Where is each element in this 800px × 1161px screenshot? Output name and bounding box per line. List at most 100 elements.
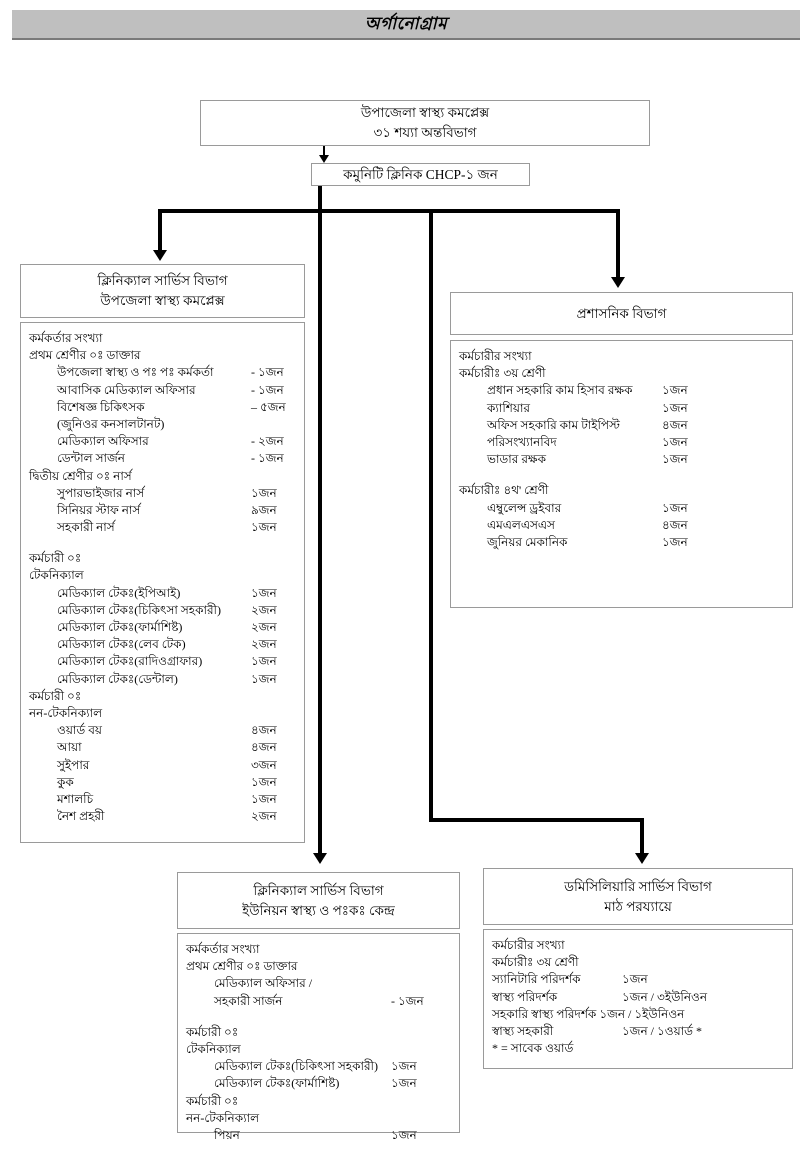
row-value: ৪জন	[251, 723, 277, 738]
list-row: কর্মচারীর সংখ্যা	[459, 348, 784, 365]
clinical-union-title-line2: ইউনিয়ন স্বাস্থ্য ও পঃকঃ কেন্দ্র	[242, 902, 395, 918]
row-label: দ্বিতীয় শ্রেণীর ০ঃ নার্স	[29, 468, 132, 483]
list-row: স্যানিটারি পরিদর্শক ১জন	[492, 971, 784, 988]
list-row: টেকনিক্যাল	[186, 1041, 451, 1058]
connector-right-branch	[616, 209, 620, 281]
row-label: কর্মচারী ০ঃ	[29, 688, 82, 703]
list-row: মেডিক্যাল টেকঃ(চিকিৎসা সহকারী) ২জন	[29, 602, 296, 619]
arrow-to-administrative	[611, 277, 625, 288]
clinical-union-header: ক্লিনিক্যাল সার্ভিস বিভাগ ইউনিয়ন স্বাস্…	[177, 872, 460, 929]
list-row: কর্মচারীঃ ৩য় শ্রেণী	[492, 954, 784, 971]
row-label: কর্মচারীঃ ৪থ' শ্রেণী	[459, 483, 549, 498]
list-row: মেডিক্যাল টেকঃ(লেব টেক)২জন	[29, 636, 296, 653]
domiciliary-header: ডমিসিলিয়ারি সার্ভিস বিভাগ মাঠ পরয্যায়ে	[483, 868, 793, 925]
list-row: ওয়ার্ড বয়৪জন	[29, 722, 296, 739]
list-row: প্রথম শ্রেণীর ০ঃ ডাক্তার	[29, 347, 296, 364]
row-label: এম্বুলেন্স ড্রইবার	[487, 500, 562, 515]
list-row: মেডিক্যাল টেকঃ(চিকিৎসা সহকারী)১জন	[186, 1058, 451, 1075]
row-value: - ১জন	[251, 365, 284, 380]
row-value: ১জন	[622, 972, 648, 987]
list-row: প্রথম শ্রেণীর ০ঃ ডাক্তার	[186, 958, 451, 975]
row-label: কুক	[57, 774, 74, 789]
row-label: * = সাবেক ওয়ার্ড	[492, 1041, 574, 1056]
list-row: আবাসিক মেডিক্যাল অফিসার- ১জন	[29, 382, 296, 399]
row-label: সুইপার	[57, 757, 90, 772]
row-label: মেডিক্যাল টেকঃ(ইপিআই)	[57, 585, 181, 600]
list-row: নৈশ প্রহরী২জন	[29, 808, 296, 825]
list-row: মেডিক্যাল টেকঃ(রাদিওগ্রাফার)১জন	[29, 653, 296, 670]
administrative-rows: কর্মচারীর সংখ্যাকর্মচারীঃ ৩য় শ্রেণীপ্রধ…	[459, 348, 784, 551]
list-row: নন-টেকনিক্যাল	[186, 1110, 451, 1127]
upazila-health-complex-box: উপাজেলা স্বাস্থ্য কমপ্লেক্স ৩১ শয্যা অন্…	[200, 100, 650, 146]
list-row: মেডিক্যাল অফিসার- ২জন	[29, 433, 296, 450]
list-row: কুক ১জন	[29, 774, 296, 791]
row-label: প্রধান সহকারি কাম হিসাব রক্ষক	[487, 383, 633, 398]
administrative-header: প্রশাসনিক বিভাগ	[450, 292, 793, 335]
row-value: ১জন	[251, 671, 277, 686]
row-label: স্যানিটারি পরিদর্শক	[492, 972, 581, 987]
arrow-to-domiciliary	[635, 853, 649, 864]
row-label: মেডিক্যাল টেকঃ(ফার্মাশিষ্ট)	[57, 620, 183, 634]
list-row: কর্মচারী ০ঃ	[29, 688, 296, 705]
row-label: মশালচি	[57, 791, 94, 806]
row-value: ১জন	[391, 1059, 417, 1074]
connector-middle-stem	[318, 209, 322, 857]
list-row: সহকারি স্বাস্থ্য পরিদর্শক ১জন / ১ইউনিওন	[492, 1006, 784, 1023]
row-label: পিয়ন	[214, 1127, 240, 1142]
clinical-upazila-header: ক্লিনিক্যাল সার্ভিস বিভাগ উপজেলা স্বাস্থ…	[20, 264, 305, 318]
arrow-top-to-chcp	[319, 155, 329, 163]
row-value: ১জন	[662, 434, 688, 449]
list-row	[186, 1010, 451, 1024]
clinical-upazila-title-line1: ক্লিনিক্যাল সার্ভিস বিভাগ	[97, 273, 228, 288]
row-label: নন-টেকনিক্যাল	[186, 1110, 260, 1125]
row-label: সহকারি স্বাস্থ্য পরিদর্শক ১জন / ১ইউনিওন	[492, 1006, 685, 1021]
row-value: ১জন	[251, 791, 277, 806]
row-value: ২জন	[251, 602, 277, 617]
row-value: ১জন	[251, 774, 277, 789]
row-value: ৪জন	[251, 740, 277, 755]
row-value: - ১জন	[251, 382, 284, 397]
row-label: সুপারভাইজার নার্স	[57, 485, 145, 500]
row-value: ৪জন	[662, 417, 688, 432]
row-value: ১জন	[251, 585, 277, 600]
row-label: মেডিক্যাল টেকঃ(চিকিৎসা সহকারী)	[57, 602, 221, 617]
list-row: স্বাস্থ্য সহকারী১জন / ১ওয়ার্ড *	[492, 1023, 784, 1040]
list-row: কর্মচারীঃ ৩য় শ্রেণী	[459, 365, 784, 382]
row-value: ১জন	[662, 500, 688, 515]
row-value: ১জন / ৩ইউনিওন	[622, 989, 708, 1004]
row-label: উপজেলা স্বাস্থ্য ও পঃ পঃ কর্মকর্তা	[57, 365, 214, 380]
row-label: কর্মচারীঃ ৩য় শ্রেণী	[492, 955, 579, 970]
page-title: অর্গানোগ্রাম	[364, 14, 448, 33]
upazila-health-complex-line1: উপাজেলা স্বাস্থ্য কমপ্লেক্স	[360, 105, 490, 120]
row-value: ১জন / ১ওয়ার্ড *	[622, 1023, 703, 1038]
row-value: ১জন	[391, 1076, 417, 1091]
row-value: ১জন	[391, 1127, 417, 1142]
list-row: * = সাবেক ওয়ার্ড	[492, 1040, 784, 1057]
row-label: নৈশ প্রহরী	[57, 809, 105, 824]
list-row: (জুনিওর কনসালটানট)	[29, 416, 296, 433]
row-value: – ৫জন	[251, 399, 286, 414]
row-label: বিশেষজ্ঞ চিকিৎসক	[57, 399, 145, 414]
clinical-union-body: কর্মকর্তার সংখ্যা প্রথম শ্রেণীর ০ঃ ডাক্তা…	[177, 933, 460, 1142]
row-value: - ১জন	[391, 993, 424, 1008]
row-value: ৪জন	[662, 517, 688, 532]
row-label: সহকারী সার্জন	[214, 993, 283, 1008]
row-label: টেকনিক্যাল	[186, 1041, 241, 1056]
row-label: কর্মকর্তার সংখ্যা	[186, 942, 260, 956]
list-row: কর্মচারীঃ ৪থ' শ্রেণী	[459, 482, 784, 499]
row-label: মেডিক্যাল অফিসার /	[214, 976, 313, 991]
community-clinic-chcp-label: কমুনিটি ক্লিনিক CHCP-১ জন	[343, 166, 498, 182]
row-value: ৯জন	[251, 502, 277, 517]
connector-domiciliary-stem	[429, 209, 433, 822]
row-label: মেডিক্যাল টেকঃ(রাদিওগ্রাফার)	[57, 654, 203, 669]
connector-domiciliary-drop	[640, 818, 644, 857]
community-clinic-chcp-box: কমুনিটি ক্লিনিক CHCP-১ জন	[311, 163, 530, 186]
list-row: মেডিক্যাল টেকঃ(ইপিআই) ১জন	[29, 585, 296, 602]
list-row: দ্বিতীয় শ্রেণীর ০ঃ নার্স	[29, 468, 296, 485]
row-label: ডেন্টাল সার্জন	[57, 451, 125, 466]
list-row	[459, 468, 784, 482]
